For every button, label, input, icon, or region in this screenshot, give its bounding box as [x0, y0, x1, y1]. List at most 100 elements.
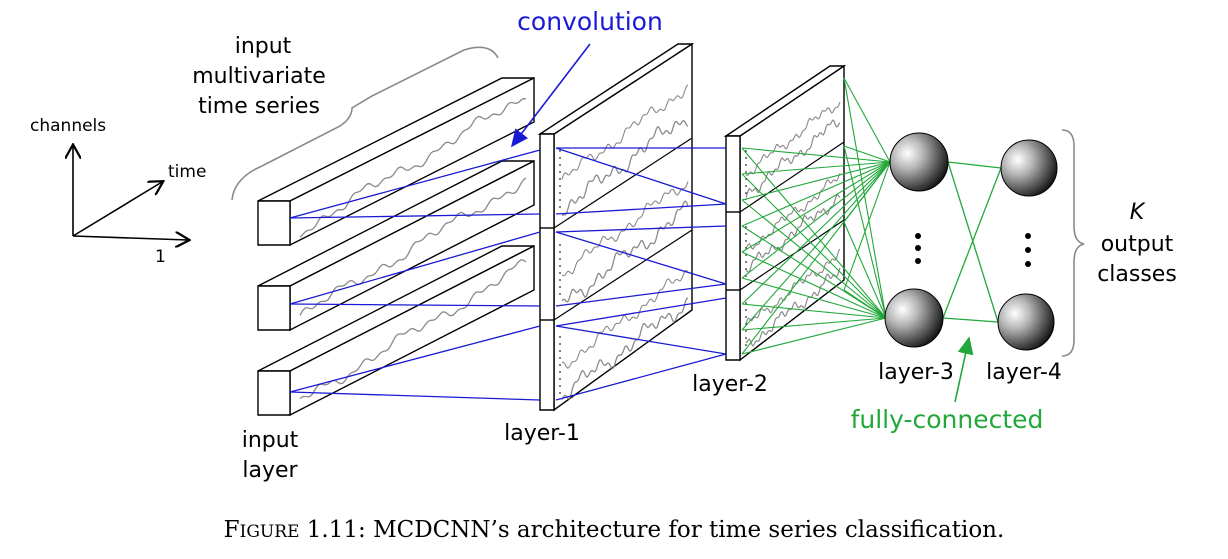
axis-one-label: 1	[155, 247, 166, 267]
fully-connected-line	[843, 77, 891, 163]
fully-connected-line	[947, 161, 1002, 169]
fully-connected-line	[741, 317, 887, 331]
fully-connected-line	[741, 161, 891, 279]
layer-2-divider	[739, 219, 845, 291]
input-layer-label-line1: input	[242, 428, 299, 453]
input-series-brace	[231, 46, 499, 201]
axis-time-label: time	[168, 162, 206, 182]
input-series-bar	[257, 76, 535, 247]
caption-first-letter: F	[224, 517, 240, 543]
ellipsis-dot	[1025, 261, 1031, 267]
input-bar-front	[257, 285, 291, 331]
convolution-line	[555, 353, 727, 401]
layer-3-label: layer-3	[878, 360, 954, 385]
fully-connected-label: fully-connected	[851, 405, 1044, 434]
layer-2-signal	[745, 194, 841, 274]
layer-4-neuron-top	[1000, 139, 1058, 197]
layer-1-front	[539, 133, 555, 411]
layer-1-signal	[561, 200, 689, 303]
fully-connected-line	[741, 161, 891, 227]
ellipsis-dot	[915, 233, 921, 239]
layer-2-block	[723, 64, 847, 362]
layer-3-neuron-bottom	[884, 288, 944, 348]
layer-2-signal	[745, 119, 841, 198]
layer-1-block	[537, 42, 695, 412]
caption-smallcaps: IGURE	[240, 522, 300, 542]
fully-connected-line	[741, 161, 891, 305]
fully-connected-line	[741, 161, 891, 331]
convolution-line	[289, 231, 541, 305]
input-signal	[299, 97, 527, 238]
convolution-connections	[289, 147, 727, 401]
convolution-line	[289, 149, 541, 219]
fully-connected-line	[741, 161, 891, 175]
convolution-line	[555, 283, 727, 307]
convolution-line	[555, 297, 727, 327]
output-classes-label-line1: output	[1101, 232, 1174, 257]
layer-1-signal	[561, 269, 689, 369]
convolution-label: convolution	[517, 7, 663, 36]
layer-3-neuron-top	[889, 132, 949, 192]
fully-connected-line	[942, 167, 1002, 319]
output-classes-label-line2: classes	[1097, 262, 1177, 287]
convolution-line	[289, 303, 541, 307]
fully-connected-line	[741, 161, 891, 201]
layer-2-divider	[739, 141, 845, 213]
input-series-bar	[257, 244, 535, 417]
ellipsis-dot	[915, 245, 921, 251]
layer-3-neurons	[884, 132, 949, 348]
input-layer-label-line2: layer	[242, 458, 298, 483]
input-bar-front	[257, 370, 291, 416]
fully-connected-line	[741, 225, 887, 319]
input-signal	[299, 177, 527, 316]
convolution-line	[555, 225, 727, 233]
axis-channels-label: channels	[30, 116, 106, 136]
input-series-bar	[257, 159, 535, 332]
fully-connected-connections	[741, 77, 1002, 355]
layer-2-label: layer-2	[692, 372, 768, 397]
fully-connected-line	[843, 161, 891, 223]
fully-connected-line	[843, 289, 887, 319]
layer-2-signal	[745, 172, 841, 250]
figure-caption: FIGURE 1.11: MCDCNN’s architecture for t…	[224, 517, 1005, 543]
layer-4-label: layer-4	[986, 360, 1062, 385]
layer-1-signal	[561, 297, 689, 401]
layer-2-signal	[745, 267, 841, 347]
layer-2-front	[725, 135, 741, 361]
layer-1-label: layer-1	[504, 421, 580, 446]
fully-connected-line	[741, 317, 887, 355]
axis-time-line	[72, 182, 162, 237]
convolution-arrow	[511, 43, 591, 148]
input-series-label-line2: multivariate	[192, 64, 326, 89]
caption-rest: 1.11: MCDCNN’s architecture for time ser…	[299, 517, 1004, 543]
layer-1-divider	[553, 229, 693, 321]
layer-1-side	[553, 42, 693, 412]
layer-4-neuron-bottom	[997, 293, 1055, 351]
fully-connected-line	[741, 147, 887, 319]
convolution-line	[289, 325, 541, 393]
fully-connected-arrow	[954, 336, 974, 403]
fully-connected-line	[741, 161, 891, 253]
input-series-label-line1: input	[235, 34, 292, 59]
ellipsis-dot	[1025, 233, 1031, 239]
fully-connected-line	[843, 161, 891, 291]
fully-connected-line	[843, 77, 887, 319]
convolution-line	[555, 203, 727, 215]
convolution-line	[289, 213, 541, 219]
fully-connected-line	[741, 303, 887, 319]
fully-connected-line	[741, 173, 887, 319]
fully-connected-line	[843, 145, 891, 163]
axes-icon	[73, 146, 188, 240]
output-brace	[1061, 129, 1085, 357]
input-series-label-line3: time series	[198, 94, 320, 119]
k-label: K	[1130, 200, 1146, 225]
convolution-line	[555, 325, 727, 355]
axis-one-line	[72, 236, 188, 240]
input-signal	[299, 259, 527, 400]
layer-2-signal	[745, 101, 841, 177]
fully-connected-line	[741, 251, 887, 319]
ellipsis-dot	[1025, 247, 1031, 253]
input-bars	[257, 76, 535, 417]
convolution-line	[555, 231, 727, 285]
